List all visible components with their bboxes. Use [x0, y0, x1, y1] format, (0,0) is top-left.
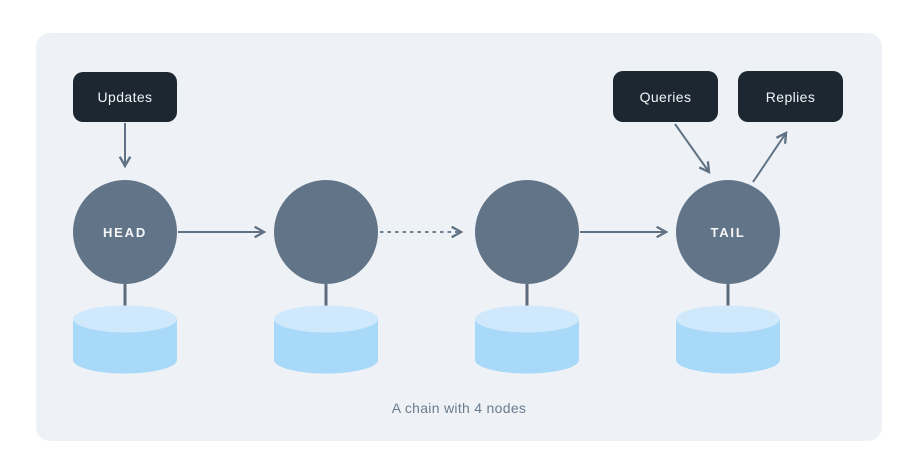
queries-label-box: Queries [613, 71, 718, 122]
queries-label: Queries [639, 88, 692, 105]
node-tail: TAIL [676, 180, 780, 284]
disk-cylinder-4 [676, 305, 780, 374]
node-head: HEAD [73, 180, 177, 284]
disk-cylinder-1 [73, 305, 177, 374]
disk-cylinder-2 [274, 305, 378, 374]
replies-arrow [752, 133, 786, 183]
diagram-panel: Updates Queries Replies HEAD TAIL A chai… [36, 33, 882, 441]
queries-arrow [674, 123, 709, 172]
updates-label-box: Updates [73, 72, 177, 122]
diagram-caption: A chain with 4 nodes [391, 400, 527, 416]
disk-cylinder-3 [475, 305, 579, 374]
disk-cylinders [73, 305, 780, 374]
node-middle-2 [475, 180, 579, 284]
node-head-label: HEAD [102, 224, 148, 240]
node-disk-stems [123, 284, 730, 310]
updates-label: Updates [97, 89, 153, 105]
connectors-layer [73, 123, 882, 374]
replies-label: Replies [765, 88, 816, 105]
node-tail-label: TAIL [710, 224, 746, 240]
node-middle-1 [274, 180, 378, 284]
replies-label-box: Replies [738, 71, 843, 122]
